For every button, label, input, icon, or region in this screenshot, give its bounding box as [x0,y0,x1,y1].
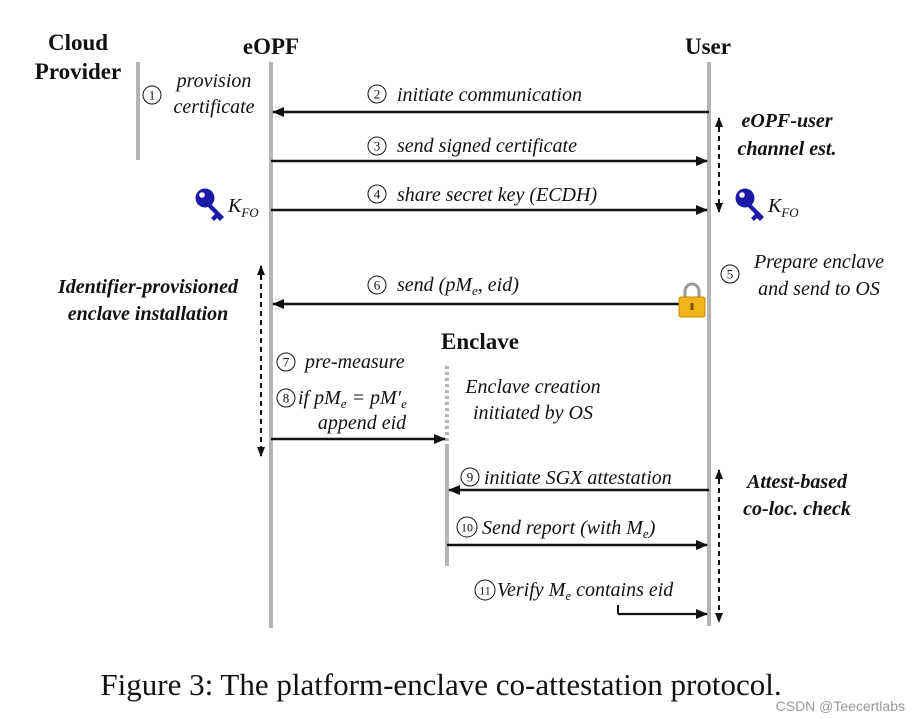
step10-label: Send report (with Me) [482,517,656,541]
lock-icon [678,282,706,318]
actor-enclave: Enclave [441,329,519,354]
step8-label-line2: append eid [318,412,407,434]
note-enclave-creation-line2: initiated by OS [473,402,593,424]
step5-number: 5 [727,267,734,282]
step11-label: Verify Me contains eid [497,579,674,603]
note-channel-line1: eOPF-user [741,110,832,132]
step7-circle [276,352,296,372]
step1-label-line2: certificate [173,96,254,118]
step3-circle [367,136,387,156]
step10-number: 10 [461,521,473,535]
step4-label: share secret key (ECDH) [397,184,597,206]
note-attest-line2: co-loc. check [743,498,851,520]
step5-label-line2: and send to OS [758,278,880,300]
step2-label: initiate communication [397,84,582,106]
step11-circle [474,579,496,601]
note-identifier-line2: enclave installation [68,303,229,325]
step2-number: 2 [374,87,381,102]
key-icon-eopf [195,188,224,221]
watermark: CSDN @Teecertlabs [776,698,905,714]
step3-number: 3 [374,139,381,154]
step9-circle [460,467,480,487]
key-label-user: KFO [767,195,799,220]
step5-label-line1: Prepare enclave [753,251,884,273]
step6-number: 6 [374,278,381,293]
actor-cloud-line1: Cloud [48,30,108,55]
note-channel-line2: channel est. [738,138,837,160]
step4-number: 4 [374,187,381,202]
step8-number: 8 [283,391,290,406]
step2-circle [367,84,387,104]
step5-circle [720,264,740,284]
step6-label: send (pMe, eid) [397,274,519,298]
step6-circle [367,275,387,295]
step7-label: pre-measure [303,351,405,373]
step11-number: 11 [479,584,491,598]
step3-label: send signed certificate [397,135,577,157]
step4-circle [367,184,387,204]
step1-label-line1: provision [175,70,252,92]
step9-label: initiate SGX attestation [484,467,672,489]
step1-number: 1 [149,88,156,103]
actor-eopf: eOPF [243,34,299,59]
step10-circle [456,516,478,538]
step8-circle [276,388,296,408]
note-enclave-creation-line1: Enclave creation [464,376,600,398]
note-attest-line1: Attest-based [745,471,848,493]
key-label-eopf: KFO [227,195,259,220]
step7-number: 7 [283,355,290,370]
figure-caption: Figure 3: The platform-enclave co-attest… [100,667,781,702]
actor-cloud-line2: Provider [35,59,121,84]
step8-label-line1: if pMe = pM′e [298,387,407,411]
actor-user: User [685,34,731,59]
note-identifier-line1: Identifier-provisioned [57,276,239,298]
step1-circle [142,85,162,105]
step9-number: 9 [467,470,474,485]
key-icon-user [735,188,764,221]
